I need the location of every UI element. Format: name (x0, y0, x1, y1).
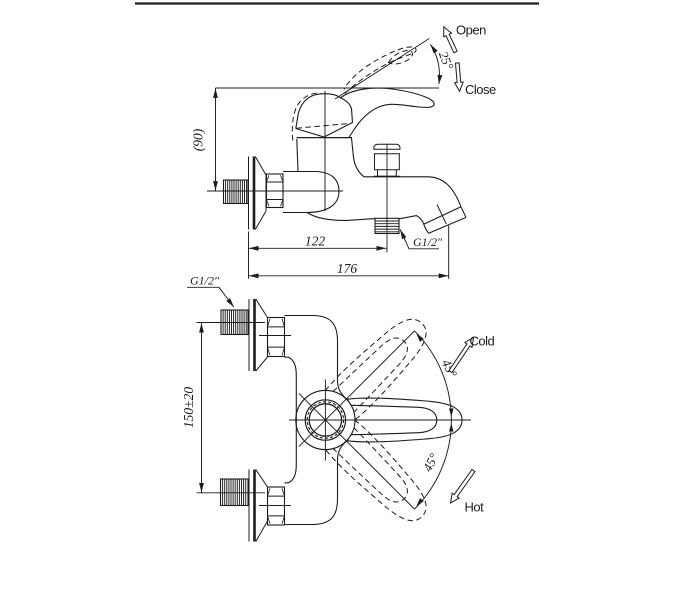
svg-text:Cold: Cold (470, 334, 495, 349)
svg-text:G1/2″: G1/2″ (190, 274, 220, 288)
svg-text:176: 176 (337, 261, 358, 276)
svg-text:Hot: Hot (465, 500, 485, 515)
svg-text:G1/2″: G1/2″ (413, 235, 443, 249)
svg-text:Close: Close (465, 82, 496, 97)
svg-text:45°: 45° (420, 451, 442, 474)
svg-text:122: 122 (305, 233, 326, 248)
svg-text:150±20: 150±20 (181, 387, 196, 428)
svg-text:(90): (90) (191, 128, 206, 151)
svg-text:Open: Open (456, 23, 486, 38)
svg-text:25°: 25° (436, 49, 457, 71)
